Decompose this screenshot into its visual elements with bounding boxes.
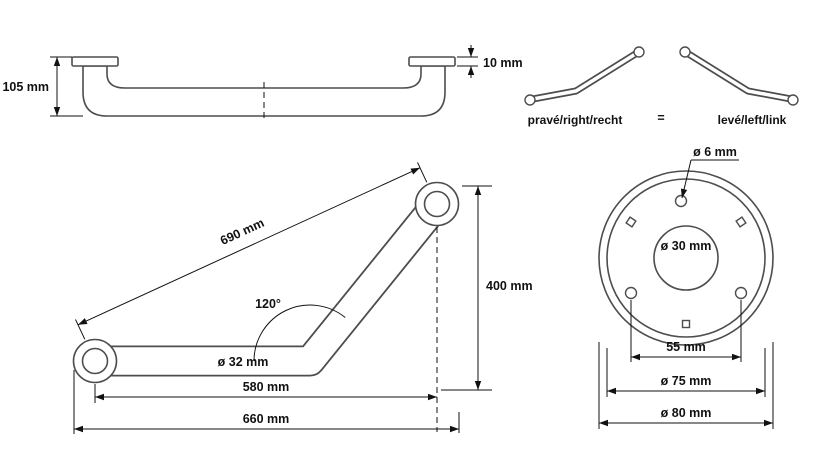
height-400-label: 400 mm	[486, 279, 533, 293]
notch-upper-left	[625, 216, 637, 228]
dimension-hole-6: ø 6 mm	[680, 145, 739, 199]
height-105-label: 105 mm	[2, 80, 49, 94]
notch-bottom	[681, 319, 691, 329]
flange-thickness-10-label: 10 mm	[483, 56, 523, 70]
screw-hole-lower-right	[734, 286, 748, 300]
dimension-80: ø 80 mm	[598, 342, 774, 429]
orientation-left-label: levé/left/link	[718, 113, 787, 127]
overall-width-660-label: 660 mm	[243, 412, 290, 426]
dimension-55: 55 mm	[630, 300, 742, 362]
cover-diameter-75-label: ø 75 mm	[661, 374, 712, 388]
right-flange-plate	[408, 56, 456, 67]
orientation-legend: pravé/right/recht = levé/left/link	[524, 46, 799, 127]
wall-rosette-view: ø 6 mm ø 30 mm 55 mm ø 75 mm	[598, 145, 774, 429]
arm-length-690-label: 690 mm	[218, 216, 266, 248]
screw-hole-lower-left	[624, 286, 638, 300]
screw-hole-top	[674, 194, 688, 208]
top-rosette-inner	[423, 190, 451, 218]
hole-spacing-55-label: 55 mm	[666, 340, 706, 354]
screw-hole-6-label: ø 6 mm	[693, 145, 737, 159]
outer-diameter-80-label: ø 80 mm	[661, 406, 712, 420]
dimension-660: 660 mm	[74, 412, 459, 433]
inner-diameter-30-label: ø 30 mm	[661, 239, 712, 253]
left-flange-plate	[71, 56, 119, 67]
tube-diameter-32-label: ø 32 mm	[218, 355, 269, 369]
dimension-75: ø 75 mm	[606, 348, 766, 397]
hole-distance-580-label: 580 mm	[243, 380, 290, 394]
notch-upper-right	[735, 216, 747, 228]
equals-sign: =	[657, 111, 664, 125]
left-version-icon	[679, 46, 799, 106]
bar-tube-profile	[82, 65, 446, 117]
rosette-inner-circle-30	[653, 225, 719, 291]
dimension-angle-120: 120°	[253, 297, 346, 362]
angled-bar-front-view: 690 mm 120° 400 mm ø 32 mm 580 mm	[72, 162, 533, 434]
dimension-10: 10 mm	[457, 45, 523, 78]
bottom-rosette-inner	[81, 347, 109, 375]
dimension-580: 580 mm	[95, 380, 437, 401]
bend-angle-120-label: 120°	[255, 297, 281, 311]
orientation-right-label: pravé/right/recht	[528, 113, 623, 127]
right-version-icon	[524, 46, 645, 106]
dimension-400: 400 mm	[441, 185, 533, 391]
dimension-690: 690 mm	[75, 162, 428, 340]
grab-bar-tube-body	[95, 195, 448, 375]
dimension-105: 105 mm	[2, 56, 83, 117]
straight-bar-side-view: 105 mm 10 mm	[2, 45, 523, 122]
